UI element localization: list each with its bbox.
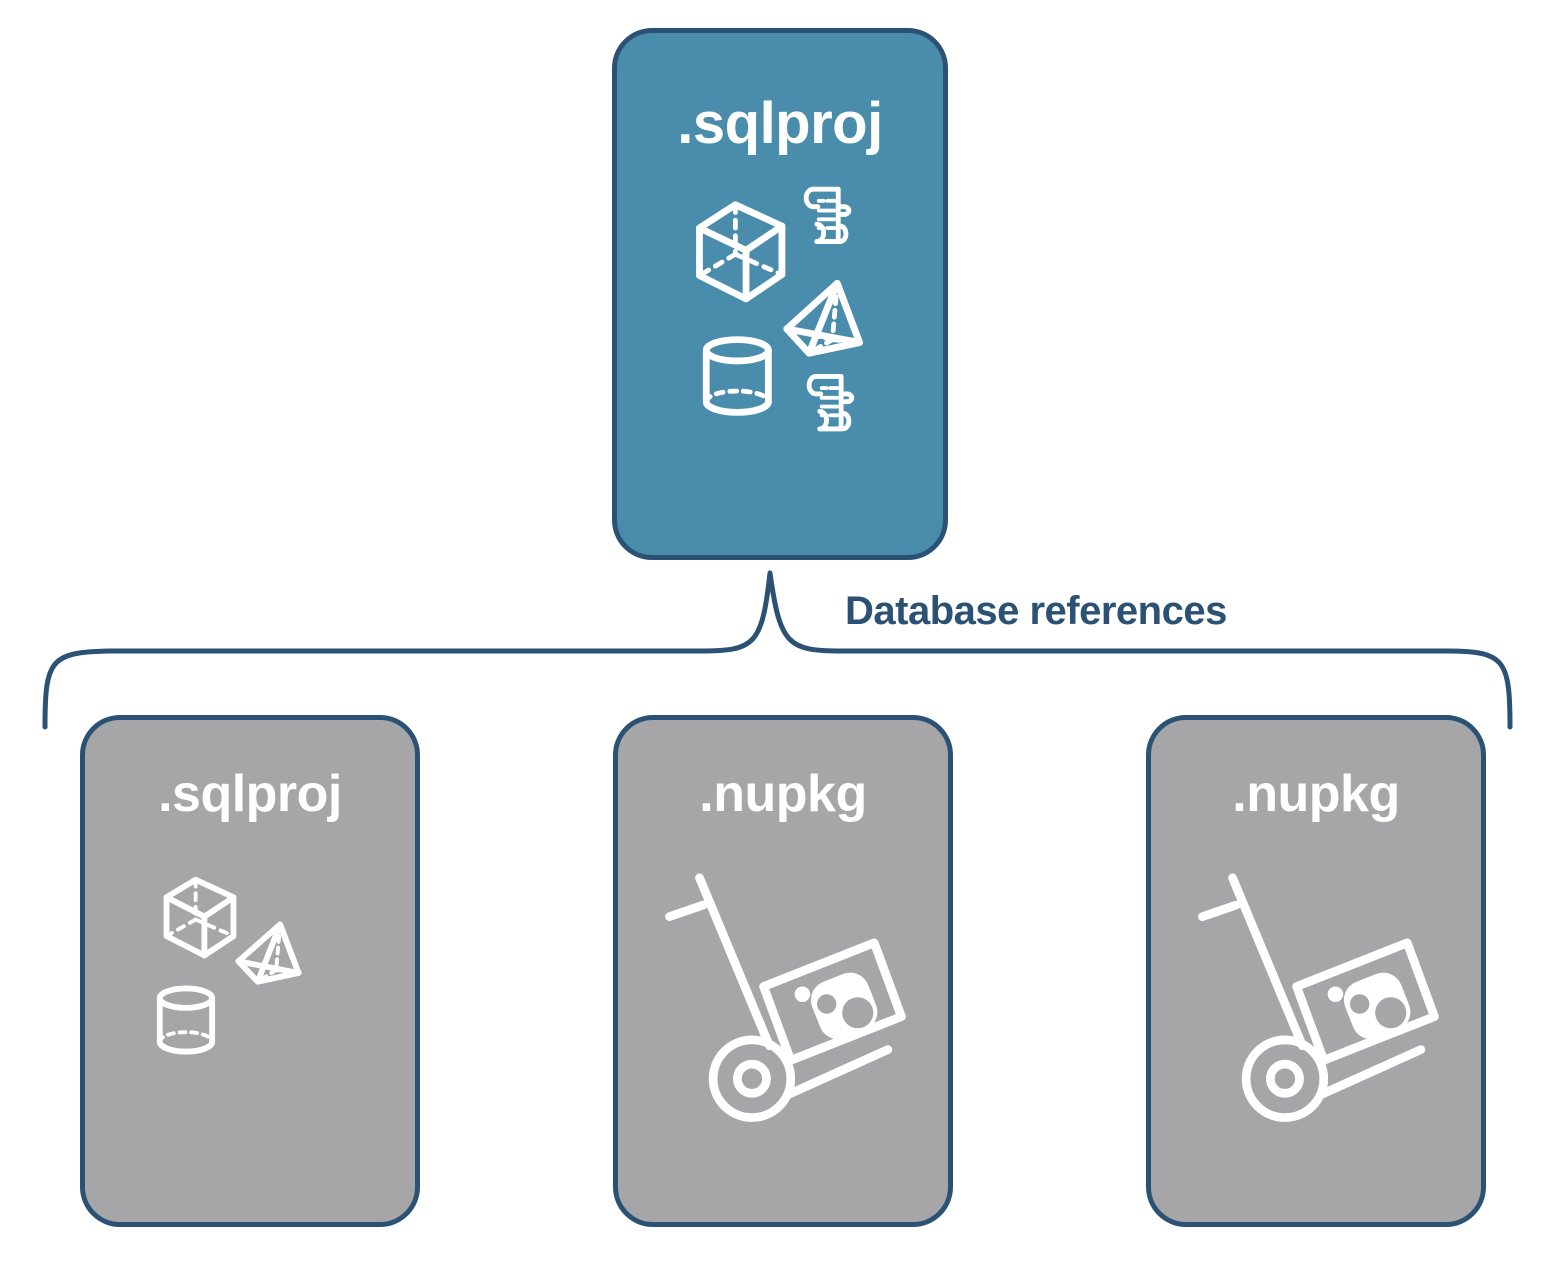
connector-label: Database references [845, 589, 1227, 633]
node-ref-sqlproj[interactable]: .sqlproj [80, 715, 420, 1227]
node-title-root: .sqlproj [677, 91, 883, 156]
cube-icon [163, 876, 237, 959]
cylinder-icon [156, 985, 216, 1055]
node-title-ref-nupkg-1: .nupkg [699, 765, 867, 823]
node-ref-nupkg-1[interactable]: .nupkg [613, 715, 953, 1227]
hand-truck-package-icon [665, 873, 906, 1122]
node-title-ref-sqlproj: .sqlproj [158, 765, 342, 823]
pyramid-icon [235, 921, 302, 985]
node-ref-nupkg-2[interactable]: .nupkg [1146, 715, 1486, 1227]
hand-truck-package-icon [1198, 873, 1439, 1122]
node-title-ref-nupkg-2: .nupkg [1232, 765, 1400, 823]
